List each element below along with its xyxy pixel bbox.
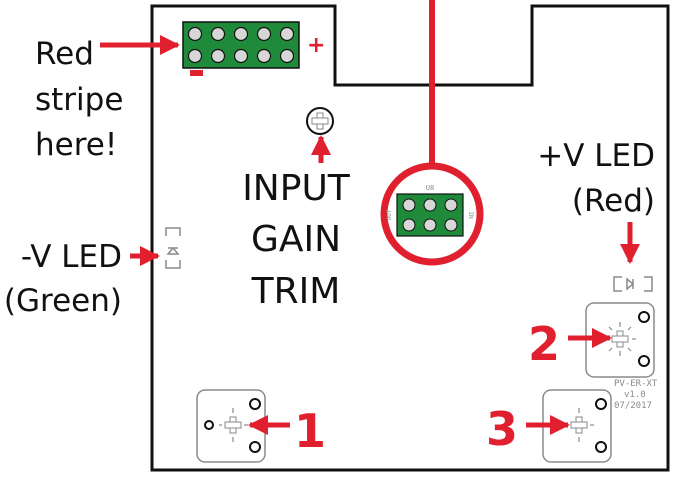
trim-pot bbox=[306, 107, 334, 135]
silk-date: 07/2017 bbox=[614, 401, 652, 411]
small-connector-2x3 bbox=[396, 193, 464, 237]
pos-led-label-2: (Red) bbox=[572, 183, 655, 219]
neg-led-label-2: (Green) bbox=[4, 283, 122, 319]
red-stripe-marker bbox=[190, 70, 203, 76]
silk-conn-top: U8 bbox=[426, 184, 434, 192]
pos-led-label-1: +V LED bbox=[537, 138, 655, 174]
number-2: 2 bbox=[528, 317, 560, 371]
red-stripe-label-2: stripe bbox=[35, 82, 123, 118]
silk-conn-left: OUT bbox=[386, 209, 393, 220]
board-outline bbox=[150, 4, 670, 472]
number-1: 1 bbox=[294, 404, 326, 458]
neg-led-footprint bbox=[165, 227, 181, 269]
red-stripe-label-3: here! bbox=[35, 127, 117, 163]
header-connector-2x5 bbox=[182, 21, 300, 69]
silk-board-name: PV-ER-XT bbox=[614, 379, 658, 389]
red-stripe-label-1: Red bbox=[35, 36, 94, 72]
silk-version: v1.0 bbox=[624, 390, 646, 400]
input-gain-label-2: GAIN bbox=[251, 219, 341, 260]
pos-led-footprint bbox=[613, 276, 653, 292]
plus-sign: + bbox=[307, 33, 325, 58]
input-gain-label-1: INPUT bbox=[242, 168, 351, 209]
highlight-circle bbox=[380, 162, 484, 266]
pot-footprint-1 bbox=[196, 389, 266, 463]
neg-led-label-1: -V LED bbox=[21, 239, 122, 275]
input-gain-label-3: TRIM bbox=[251, 271, 341, 312]
number-3: 3 bbox=[486, 402, 518, 456]
silk-conn-right: IN bbox=[467, 211, 474, 219]
